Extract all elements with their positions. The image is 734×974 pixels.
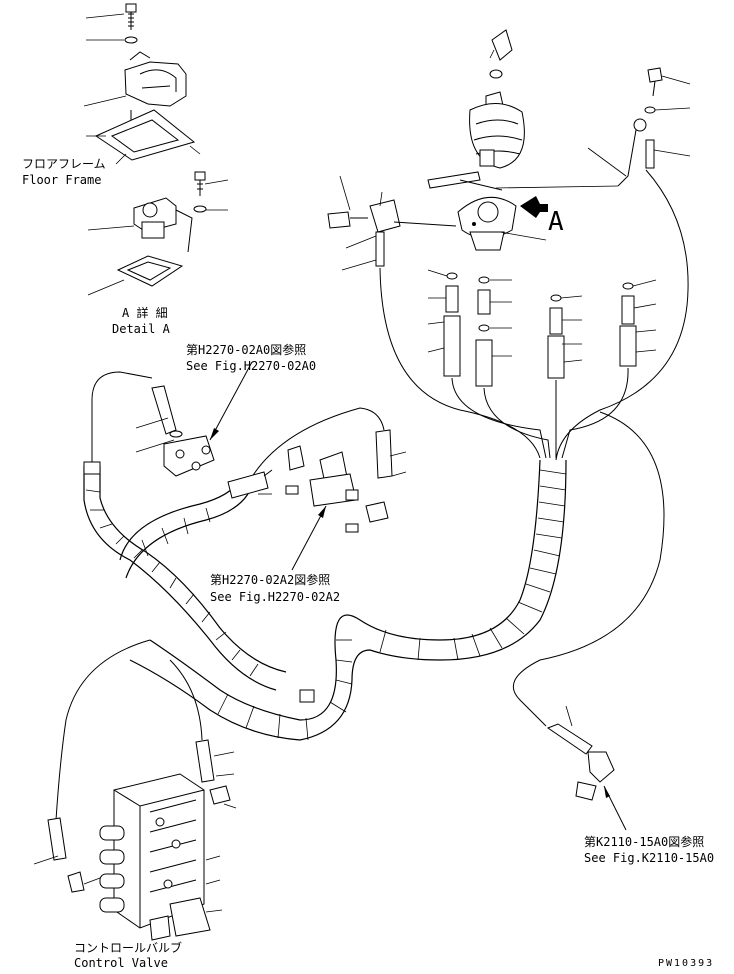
hose-3 [547, 294, 583, 379]
hose-4 [619, 279, 657, 367]
fitting-group-02a0 [135, 361, 253, 477]
ref-k2110-jp: 第K2110-15A0図参照 [584, 834, 704, 849]
pilot-hoses [379, 267, 657, 459]
detail-a-label-en: Detail A [112, 322, 171, 336]
ref-k2110-en: See Fig.K2110-15A0 [584, 851, 714, 865]
joystick-left-connector [327, 175, 457, 271]
ref-02a2-callout: 第H2270-02A2図参照 See Fig.H2270-02A2 [210, 572, 340, 604]
joystick-lever-assembly: A [427, 29, 619, 251]
control-valve-label: コントロールバルブ Control Valve [74, 940, 182, 970]
ref-02a0-callout: 第H2270-02A0図参照 See Fig.H2270-02A0 [186, 342, 316, 373]
drawing-id: PW10393 [658, 958, 714, 969]
left-hose-loop [83, 371, 287, 691]
spiral-wrap-marks [217, 469, 567, 741]
floor-frame-label: フロアフレーム Floor Frame [22, 153, 127, 187]
ref-02a2-jp: 第H2270-02A2図参照 [210, 572, 330, 587]
hose-1 [427, 269, 461, 377]
ref-k2110-callout: 第K2110-15A0図参照 See Fig.K2110-15A0 [584, 834, 714, 865]
detail-a-assembly: A 詳 細 Detail A [87, 171, 229, 336]
floor-frame-label-en: Floor Frame [22, 173, 101, 187]
fitting-group-k2110 [512, 411, 665, 831]
center-hoses [119, 407, 385, 579]
right-pipe-assembly [555, 67, 691, 461]
hose-bundle [129, 459, 567, 741]
control-valve-label-en: Control Valve [74, 956, 168, 969]
detail-a-label-jp: A 詳 細 [122, 305, 168, 320]
control-valve-assembly [33, 639, 237, 941]
ref-02a0-en: See Fig.H2270-02A0 [186, 359, 316, 373]
hose-2 [475, 276, 512, 387]
ref-02a2-en: See Fig.H2270-02A2 [210, 590, 340, 604]
floor-frame-label-jp: フロアフレーム [22, 157, 106, 171]
ref-02a0-jp: 第H2270-02A0図参照 [186, 342, 306, 357]
detail-a-marker: A [548, 207, 564, 237]
fitting-group-02a2 [258, 429, 407, 571]
floor-bracket-assembly [83, 3, 201, 161]
control-valve-label-jp: コントロールバルブ [74, 940, 182, 955]
